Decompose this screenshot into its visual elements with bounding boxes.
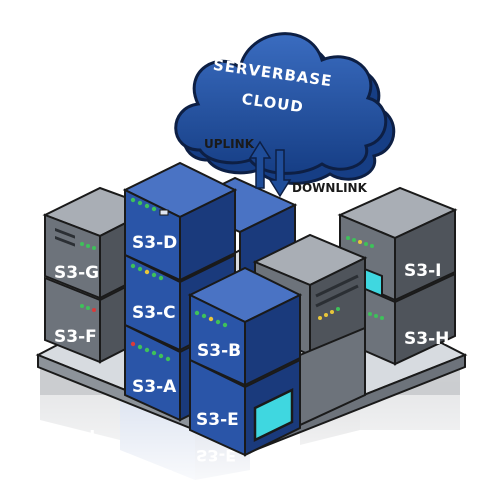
uplink-label: UPLINK — [204, 137, 255, 151]
s3g-label: S3-G — [54, 263, 99, 283]
uplink-arrow — [248, 140, 272, 189]
server-s3d[interactable]: S3-D — [122, 161, 238, 282]
s3f-leds — [80, 304, 96, 312]
s3g-leds — [55, 228, 96, 250]
s3b-label: S3-B — [197, 341, 241, 361]
s3c-leds — [130, 263, 164, 281]
s3h-label: S3-H — [404, 329, 449, 349]
cloud: SERVERBASE CLOUD — [174, 32, 396, 185]
server-s3b[interactable]: S3-B — [187, 266, 303, 387]
s3e-screen — [253, 388, 294, 442]
s3e-label: S3-E — [196, 410, 239, 430]
s3i-label: S3-I — [404, 261, 441, 281]
downlink-arrow — [268, 149, 292, 198]
server-s3e[interactable]: S3-E — [189, 358, 301, 457]
s3d-label: S3-D — [132, 233, 177, 253]
s3h-leds — [368, 312, 384, 320]
s3a-label: S3-A — [132, 377, 177, 397]
s3a-leds — [130, 341, 171, 362]
server-s3a[interactable]: S3-A — [124, 323, 191, 422]
s3d-leds — [130, 197, 169, 216]
s3c-label: S3-C — [132, 303, 176, 323]
s3f-label: S3-F — [54, 327, 97, 347]
s3i-leds — [346, 236, 374, 248]
s3b-leds — [194, 310, 228, 328]
downlink-label: DOWNLINK — [292, 181, 368, 195]
